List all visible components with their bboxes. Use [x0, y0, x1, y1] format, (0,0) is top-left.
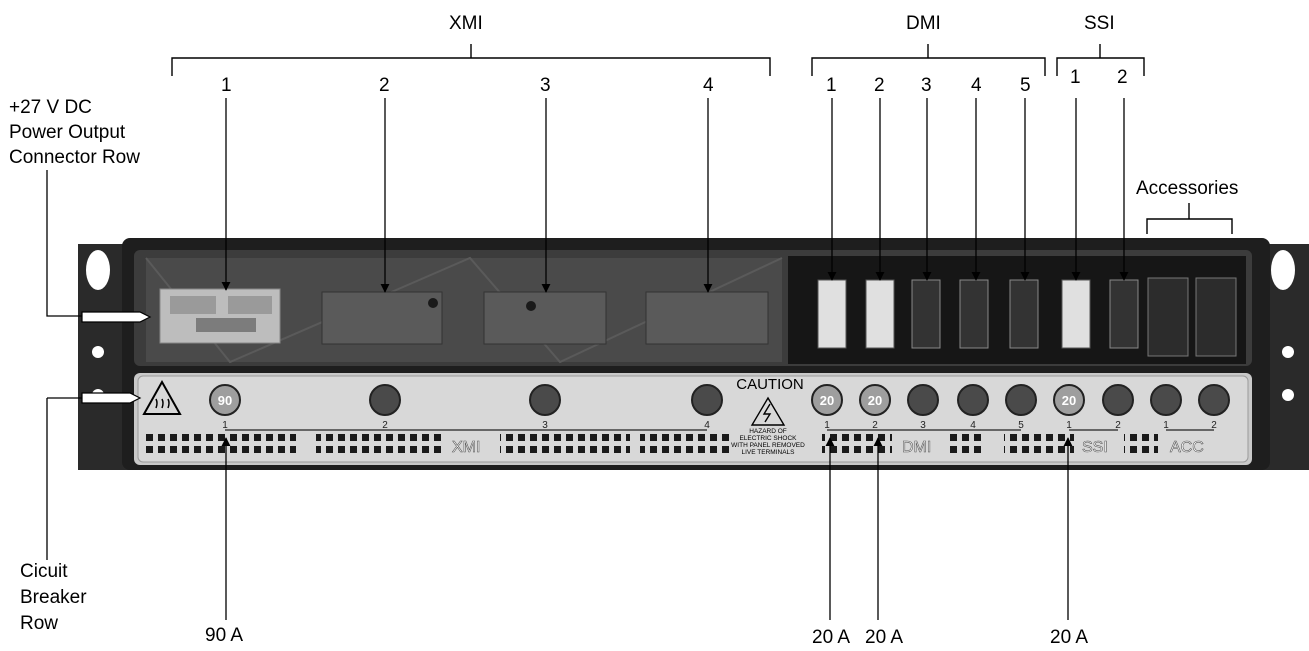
- power-row-label-line-1: +27 V DC: [9, 96, 92, 120]
- dmi-connector-2: [866, 280, 894, 348]
- breaker-num-dmi-2: 2: [872, 420, 878, 431]
- xmi-connector-3: [484, 292, 606, 344]
- rating-xmi-1: 90 A: [205, 625, 243, 647]
- ssi-group-label: SSI: [1084, 13, 1115, 35]
- power-row-label-line-2: Power Output: [9, 121, 125, 145]
- xmi-number-3: 3: [540, 75, 551, 97]
- dmi-number-3: 3: [921, 75, 932, 97]
- breaker-acc-1: [1151, 385, 1181, 415]
- ssi-connector-2: [1110, 280, 1138, 348]
- warning-line-1: HAZARD OF: [749, 428, 787, 435]
- breaker-dmi-4: [958, 385, 988, 415]
- xmi-number-1: 1: [221, 75, 232, 97]
- breaker-num-ssi-2: 2: [1115, 420, 1121, 431]
- panel-label-acc: ACC: [1170, 439, 1204, 456]
- breaker-row-label-line-3: Row: [20, 612, 58, 636]
- rating-ssi-1: 20 A: [1050, 627, 1088, 649]
- breaker-row-label-line-1: Cicuit: [20, 560, 68, 584]
- power-row-arrowhead: [82, 312, 150, 322]
- dmi-group-label: DMI: [906, 13, 941, 35]
- breaker-row-arrowhead: [82, 393, 140, 403]
- breaker-num-dmi-4: 4: [970, 420, 976, 431]
- caution-label: CAUTION: [736, 376, 804, 393]
- breaker-num-dmi-3: 3: [920, 420, 926, 431]
- panel-label-dmi: DMI: [902, 439, 931, 456]
- breaker-num-xmi-3: 3: [542, 420, 548, 431]
- xmi-connector-4: [646, 292, 768, 344]
- breaker-num-xmi-2: 2: [382, 420, 388, 431]
- dmi-connector-3: [912, 280, 940, 348]
- breaker-acc-2: [1199, 385, 1229, 415]
- dmi-connector-4: [960, 280, 988, 348]
- breaker-num-xmi-1: 1: [222, 420, 228, 431]
- warning-line-4: LIVE TERMINALS: [742, 449, 796, 456]
- rating-dmi-1: 20 A: [812, 627, 850, 649]
- breaker-row-arrow: [47, 398, 82, 560]
- warning-line-3: WITH PANEL REMOVED: [731, 442, 805, 449]
- breaker-num-acc-2: 2: [1211, 420, 1217, 431]
- breaker-ssi-2: [1103, 385, 1133, 415]
- breaker-dmi-2-value: 20: [868, 393, 882, 408]
- breaker-ssi-1-value: 20: [1062, 393, 1076, 408]
- xmi-number-4: 4: [703, 75, 714, 97]
- breaker-row-label-line-2: Breaker: [20, 586, 87, 610]
- xmi-number-2: 2: [379, 75, 390, 97]
- dmi-number-2: 2: [874, 75, 885, 97]
- ssi-number-1: 1: [1070, 67, 1081, 89]
- dmi-connector-1: [818, 280, 846, 348]
- accessories-bracket: [1147, 203, 1232, 234]
- breaker-xmi-1-value: 90: [218, 393, 232, 408]
- dmi-number-1: 1: [826, 75, 837, 97]
- dmi-bracket: [812, 44, 1045, 76]
- breaker-xmi-2: [370, 385, 400, 415]
- panel-label-ssi: SSI: [1082, 439, 1108, 456]
- breaker-num-dmi-5: 5: [1018, 420, 1024, 431]
- breaker-dmi-5: [1006, 385, 1036, 415]
- dmi-connector-5: [1010, 280, 1038, 348]
- power-row-arrow: [47, 170, 82, 316]
- breaker-num-xmi-4: 4: [704, 420, 710, 431]
- xmi-connector-2: [322, 292, 442, 344]
- dmi-number-4: 4: [971, 75, 982, 97]
- breaker-num-acc-1: 1: [1163, 420, 1169, 431]
- accessories-label: Accessories: [1136, 178, 1238, 200]
- ssi-connector-1: [1062, 280, 1090, 348]
- warning-line-2: ELECTRIC SHOCK: [739, 435, 797, 442]
- breaker-num-ssi-1: 1: [1066, 420, 1072, 431]
- power-row-label-line-3: Connector Row: [9, 146, 140, 170]
- breaker-num-dmi-1: 1: [824, 420, 830, 431]
- xmi-bracket: [172, 44, 770, 76]
- rating-dmi-2: 20 A: [865, 627, 903, 649]
- xmi-group-label: XMI: [449, 13, 483, 35]
- dmi-number-5: 5: [1020, 75, 1031, 97]
- xmi-connector-1: [160, 289, 280, 343]
- breaker-dmi-1-value: 20: [820, 393, 834, 408]
- ssi-number-2: 2: [1117, 67, 1128, 89]
- panel-label-xmi: XMI: [452, 439, 480, 456]
- breaker-xmi-4: [692, 385, 722, 415]
- breaker-dmi-3: [908, 385, 938, 415]
- breaker-xmi-3: [530, 385, 560, 415]
